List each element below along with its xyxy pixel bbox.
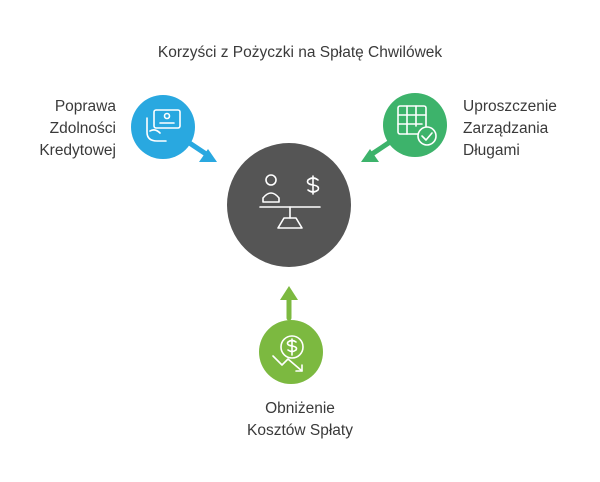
center-node <box>227 143 351 267</box>
node-cost <box>259 320 323 384</box>
diagram-title: Korzyści z Pożyczki na Spłatę Chwilówek <box>157 44 443 61</box>
arrow-cost-to-center <box>280 286 298 321</box>
arrow-debt-to-center <box>361 137 396 162</box>
hand-card-icon <box>146 109 181 142</box>
label-credit: Poprawa Zdolności Kredytowej <box>39 98 116 159</box>
node-credit <box>131 95 195 159</box>
label-debt: Uproszczenie Zarządzania Długami <box>463 98 557 159</box>
scale-person-dollar-icon <box>259 174 321 229</box>
node-debt <box>383 93 447 157</box>
label-cost: Obniżenie Kosztów Spłaty <box>247 400 353 439</box>
table-check-icon <box>397 105 437 146</box>
dollar-down-arrow-icon <box>272 335 304 372</box>
